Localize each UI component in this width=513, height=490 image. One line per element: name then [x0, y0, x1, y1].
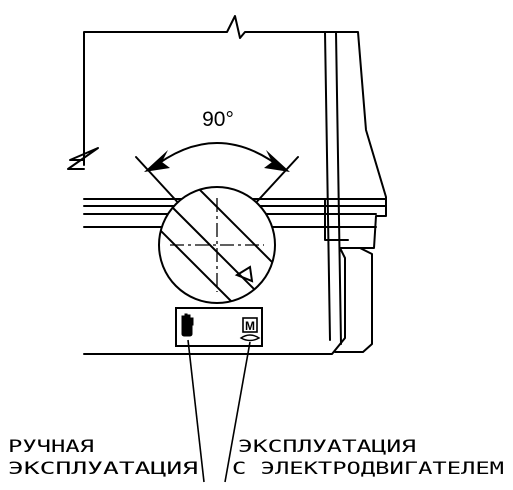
housing-outline — [83, 15, 387, 355]
triangle-arrow-icon — [234, 265, 254, 283]
stem-bar-3 — [159, 219, 251, 303]
body-inner-line-2 — [335, 31, 342, 345]
left-break-line — [67, 147, 99, 170]
motor-label-line2: С ЭЛЕКТРОДВИГАТЕЛЕМ — [232, 459, 504, 478]
valve-disc — [158, 186, 276, 304]
angle-arrowhead-left — [144, 150, 170, 172]
manual-label-line2: ЭКСПЛУАТАЦИЯ — [8, 459, 198, 478]
motor-leader — [224, 341, 251, 483]
motor-icon: M — [239, 317, 261, 342]
angle-arrowhead-right — [264, 150, 290, 172]
body-inner-corner-1 — [334, 247, 373, 353]
motor-badge: M — [245, 319, 255, 333]
motor-label-line1: ЭКСПЛУАТАЦИЯ — [238, 437, 416, 456]
manual-label-line1: РУЧНАЯ — [8, 437, 94, 456]
hand-icon — [181, 313, 194, 337]
body-inner-line-1 — [324, 31, 331, 341]
stem-bar-1 — [159, 194, 271, 303]
angle-label: 90° — [202, 108, 234, 131]
angle-arc — [149, 142, 285, 171]
manual-leader — [187, 339, 205, 483]
